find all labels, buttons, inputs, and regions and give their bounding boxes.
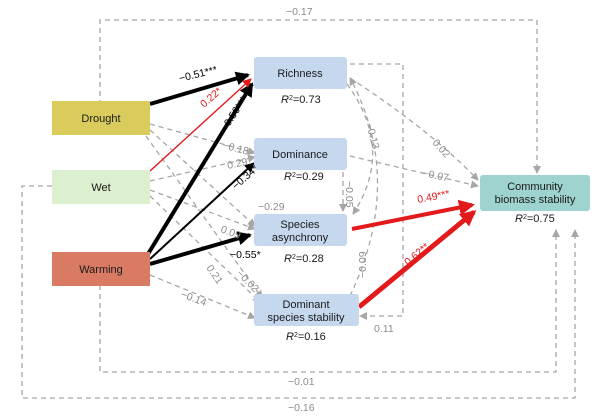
path-warming-asynchrony [149, 231, 252, 266]
node-community: Community biomass stability R2=0.75 [480, 175, 590, 225]
path-warming-dominance [149, 162, 255, 260]
path-asynchrony-community [351, 199, 475, 231]
svg-text:species stability: species stability [267, 312, 345, 324]
svg-text:Richness: Richness [277, 68, 323, 80]
coef-warming-richness: −0.56*** [218, 95, 249, 134]
coef-wet-asynchrony: −0.29 [258, 201, 285, 213]
node-warming: Warming [52, 252, 150, 286]
path-drought-community [99, 19, 541, 174]
svg-text:Dominance: Dominance [272, 149, 328, 161]
svg-text:Community: Community [507, 181, 563, 193]
path-richness-domstab [350, 63, 404, 320]
svg-text:Drought: Drought [81, 113, 120, 125]
node-richness: Richness R2=0.73 [254, 57, 347, 106]
path-domstab-richness [349, 77, 379, 297]
coef-richness-domstab: 0.11 [374, 323, 394, 335]
path-wet-community [21, 185, 579, 399]
path-drought-richness [149, 71, 250, 106]
svg-text:R2=0.29: R2=0.29 [284, 171, 324, 183]
coef-wet-community: −0.16 [288, 402, 315, 414]
node-drought: Drought [52, 101, 150, 135]
node-wet: Wet [52, 170, 150, 204]
svg-text:biomass stability: biomass stability [495, 194, 576, 206]
path-richness-asynchrony [346, 83, 374, 215]
coef-warming-domstab: −0.14 [179, 289, 208, 309]
node-dominance: Dominance R2=0.29 [254, 138, 347, 183]
coef-richness-asynchrony: −0.13 [363, 122, 382, 151]
coef-dominance-asynchrony: −0.05 [343, 181, 355, 208]
svg-text:R2=0.75: R2=0.75 [515, 213, 555, 225]
svg-text:Dominant: Dominant [282, 299, 329, 311]
coef-asynchrony-community: 0.49*** [416, 188, 450, 206]
coef-warming-asynchrony: −0.55* [230, 249, 261, 261]
svg-text:R2=0.16: R2=0.16 [286, 331, 326, 343]
path-warming-community [99, 229, 560, 373]
coef-warming-community: −0.01 [288, 376, 315, 388]
path-warming-richness [146, 82, 254, 256]
path-drought-dominance [149, 123, 256, 155]
coef-domstab-richness: −0.09 [357, 251, 369, 278]
svg-text:R2=0.73: R2=0.73 [281, 94, 321, 106]
coef-drought-community: −0.17 [286, 6, 313, 18]
coef-drought-richness: −0.51*** [178, 64, 219, 85]
svg-text:Wet: Wet [91, 182, 110, 194]
svg-text:Warming: Warming [79, 264, 123, 276]
path-drought-asynchrony [149, 129, 256, 227]
path-domstab-community [357, 210, 477, 309]
coef-wet-dominance: 0.29 [226, 156, 249, 172]
coef-drought-domstab: 0.21 [204, 263, 226, 287]
svg-text:R2=0.28: R2=0.28 [284, 253, 324, 265]
coef-domstab-community: 0.62** [402, 241, 432, 269]
coef-dominance-community: −0.07 [421, 167, 450, 184]
path-richness-community [349, 77, 479, 181]
node-asynchrony: Species asynchrony R2=0.28 [254, 214, 347, 265]
node-dominant-stability: Dominant species stability R2=0.16 [254, 294, 359, 343]
svg-text:asynchrony: asynchrony [272, 232, 329, 244]
path-drought-domstab [145, 135, 263, 299]
coef-richness-community: 0.02 [430, 137, 453, 160]
path-warming-domstab [149, 274, 256, 320]
svg-text:Species: Species [280, 219, 320, 231]
path-dominance-community [349, 155, 479, 189]
path-wet-richness [149, 78, 252, 172]
